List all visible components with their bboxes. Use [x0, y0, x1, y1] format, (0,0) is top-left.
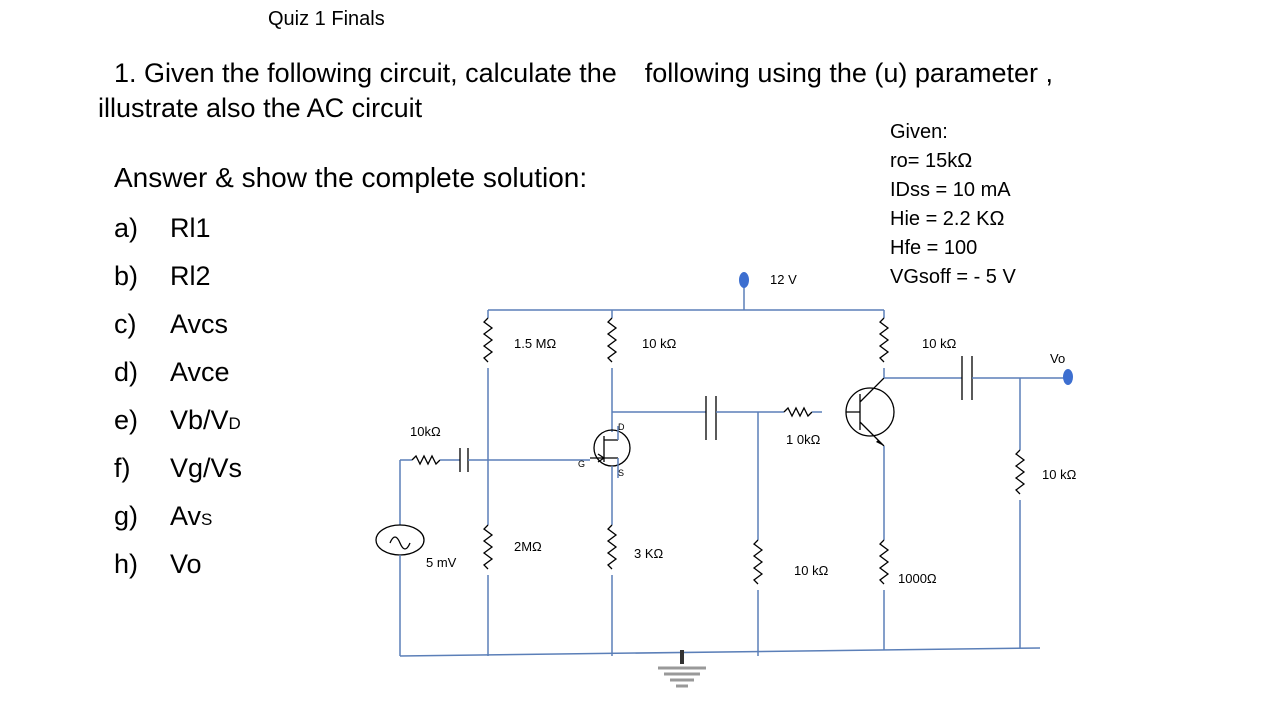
answer-item: c)Avcs [114, 309, 229, 339]
label-r-collector: 10 kΩ [922, 336, 957, 351]
ac-source-icon [375, 524, 425, 556]
label-pin-s: S [618, 468, 624, 478]
label-pin-g: G [578, 459, 585, 469]
resistor-collector [878, 317, 890, 363]
answer-item: g)AvS [114, 501, 213, 531]
label-r-source: 3 KΩ [634, 546, 664, 561]
question-line1-b: following using the (u) parameter , [644, 58, 1053, 88]
given-heading: Given: [890, 121, 948, 143]
answer-item: h)Vo [114, 549, 202, 579]
answer-item: d)Avce [114, 357, 230, 387]
answer-list: a)Rl1 b)Rl2 c)Avcs d)Avce e)Vb/VD f)Vg/V… [114, 208, 242, 592]
resistor-drain [606, 317, 618, 363]
ground-icon [658, 650, 706, 688]
resistor-emitter [878, 539, 890, 585]
label-source-v: 5 mV [426, 555, 457, 570]
answer-item: b)Rl2 [114, 261, 211, 291]
given-item: Hie = 2.2 KΩ [890, 208, 1005, 230]
label-r-1-5m: 1.5 MΩ [514, 336, 557, 351]
ground-rail-wire [399, 647, 1041, 657]
quiz-title: Quiz 1 Finals [268, 8, 385, 30]
coupling-capacitor-out [961, 356, 973, 400]
answer-heading: Answer & show the complete solution: [114, 162, 588, 193]
resistor-1-5m [482, 317, 494, 363]
given-item: VGsoff = - 5 V [890, 266, 1016, 288]
answer-item: e)Vb/VD [114, 405, 241, 435]
label-pin-d: D [618, 422, 625, 432]
supply-terminal [739, 272, 749, 288]
resistor-2m [482, 524, 494, 570]
question-line1-a: 1. Given the following circuit, calculat… [114, 58, 617, 88]
label-r-10k-mid: 10 kΩ [794, 563, 829, 578]
label-r-source-in: 10kΩ [410, 424, 441, 439]
resistor-load [1014, 449, 1026, 495]
resistor-source-in [411, 454, 441, 466]
label-supply: 12 V [770, 272, 797, 287]
resistor-10k-mid [752, 539, 764, 585]
label-r-base: 1 0kΩ [786, 432, 821, 447]
label-r-emitter: 1000Ω [898, 571, 937, 586]
resistor-base [783, 406, 813, 418]
coupling-capacitor-in [459, 448, 469, 472]
label-r-2m: 2MΩ [514, 539, 542, 554]
coupling-capacitor-mid [705, 396, 717, 440]
label-r-drain: 10 kΩ [642, 336, 677, 351]
label-r-load: 10 kΩ [1042, 467, 1077, 482]
resistor-source [606, 524, 618, 570]
answer-item: f)Vg/Vs [114, 453, 243, 483]
question-text: 1. Given the following circuit, calculat… [98, 56, 1053, 126]
answer-item: a)Rl1 [114, 213, 211, 243]
given-item: ro= 15kΩ [890, 150, 973, 172]
label-vo: Vo [1050, 351, 1065, 366]
output-terminal [1063, 369, 1073, 385]
given-item: IDss = 10 mA [890, 179, 1011, 201]
given-block: Given: ro= 15kΩ IDss = 10 mA Hie = 2.2 K… [890, 118, 1016, 292]
given-item: Hfe = 100 [890, 237, 978, 259]
question-line2: illustrate also the AC circuit [98, 93, 423, 123]
